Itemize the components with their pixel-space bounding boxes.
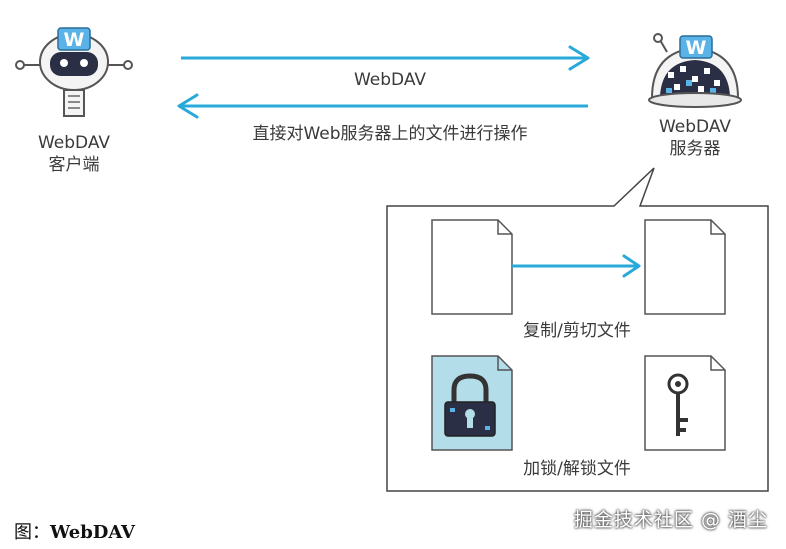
- response-arrow-label: 直接对Web服务器上的文件进行操作: [252, 124, 528, 144]
- caption-prefix: 图：: [14, 522, 50, 543]
- client-robot-icon: [15, 27, 133, 117]
- server-robot-icon: [648, 33, 742, 108]
- client-badge-letter: W: [64, 29, 85, 51]
- client-label: WebDAV 客户端: [14, 132, 134, 176]
- server-label-line1: WebDAV: [658, 117, 732, 137]
- request-arrow-label: WebDAV: [353, 70, 427, 90]
- server-label-line2: 服务器: [669, 139, 721, 159]
- watermark: 掘金技术社区 @ 酒尘: [573, 509, 768, 531]
- lock-operation-label: 加锁/解锁文件: [523, 459, 631, 479]
- response-arrow: [177, 93, 588, 119]
- caption-title: WebDAV: [50, 522, 136, 543]
- padlock-icon: [444, 373, 496, 437]
- source-document-icon: [431, 219, 513, 315]
- client-label-line1: WebDAV: [37, 133, 111, 153]
- server-label: WebDAV 服务器: [635, 116, 755, 160]
- server-badge-letter: W: [686, 37, 707, 59]
- key-icon: [667, 373, 689, 436]
- copy-operation-label: 复制/剪切文件: [523, 321, 631, 341]
- copied-document-icon: [644, 219, 726, 315]
- client-label-line2: 客户端: [48, 155, 100, 175]
- key-document-icon: [644, 355, 726, 451]
- figure-caption: 图：WebDAV: [14, 518, 135, 544]
- request-arrow: [181, 45, 590, 71]
- copy-arrow: [512, 254, 641, 278]
